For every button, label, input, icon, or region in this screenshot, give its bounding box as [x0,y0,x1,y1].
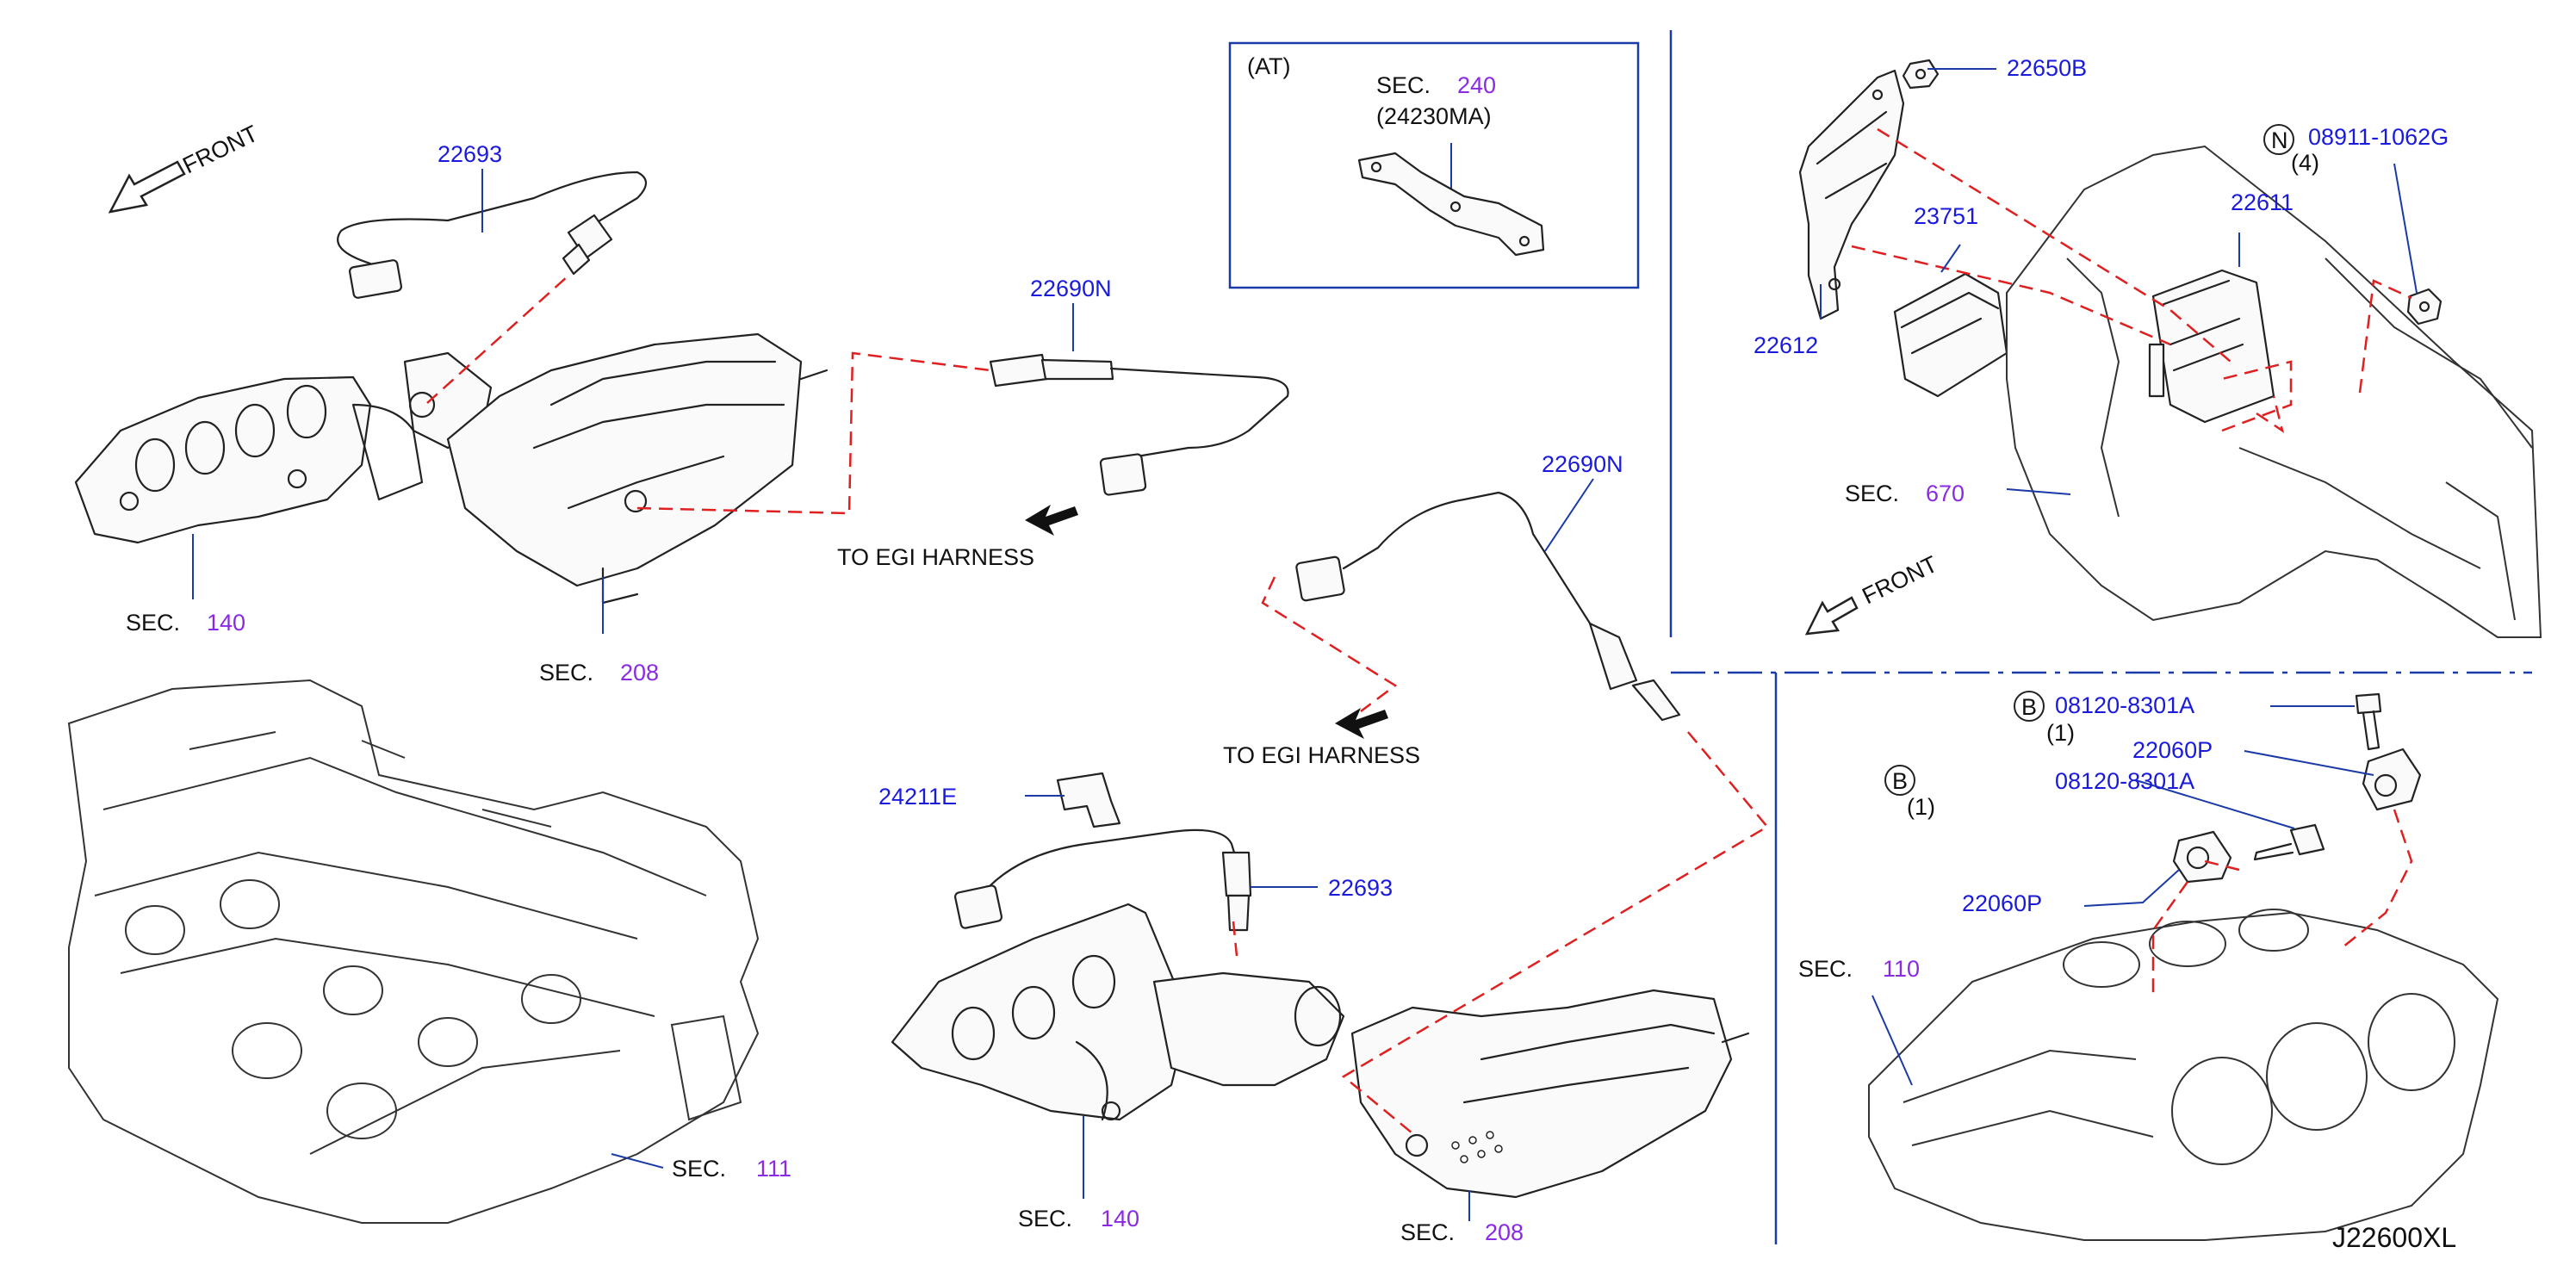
nut-22650B [1902,59,1940,90]
label-22612[interactable]: 22612 [1754,332,1818,358]
label-22690N-lower[interactable]: 22690N [1542,451,1623,477]
label-22060P-upper[interactable]: 22060P [2132,737,2213,763]
catalyst-left [403,332,829,605]
bolt-08120-upper [2355,692,2382,751]
front-label-top: FRONT [178,121,262,179]
at-inset-box: (AT) SEC. 240 (24230MA) [1228,41,1640,289]
sec-111: SEC. 111 [672,1156,791,1182]
nut-08911 [2406,288,2443,326]
sec-110-number[interactable]: 110 [1883,956,1920,982]
harness-label-upper: TO EGI HARNESS [837,544,1034,570]
o2-sensor-22693-top [337,171,648,299]
sec-208-top: SEC. 208 [539,660,659,686]
bolt-08120-lower [2253,823,2325,861]
sec-208-top-prefix: SEC. [539,660,593,686]
qty-08120-upper: (1) [2046,720,2075,746]
sec-208-low-number[interactable]: 208 [1485,1219,1524,1245]
qty-08911: (4) [2291,150,2319,176]
leader-lines [192,68,2418,1221]
connection-dashes [426,127,2413,1134]
engine-cylinder-head-left [67,679,760,1224]
diagram-code: J22600XL [2332,1222,2456,1253]
sec-111-prefix: SEC. [672,1156,726,1182]
label-22611[interactable]: 22611 [2231,189,2294,215]
badge-B-lower-text: B [1892,768,1908,794]
sec-670: SEC. 670 [1845,481,1965,506]
exhaust-manifold-right [891,903,1190,1121]
front-arrow-top-left: FRONT [108,121,262,214]
harness-arrow-lower: TO EGI HARNESS [1223,708,1420,768]
qty-08120-lower: (1) [1907,794,1935,820]
body-panel-670 [2006,145,2542,638]
cylinder-block-110 [1868,909,2499,1241]
sec-140-top: SEC. 140 [126,610,245,636]
sec-140-low-prefix: SEC. [1018,1206,1072,1231]
sec-670-prefix: SEC. [1845,481,1899,506]
label-24211E[interactable]: 24211E [878,784,957,810]
sec-208-low: SEC. 208 [1400,1219,1524,1245]
badge-N: N [2263,124,2294,155]
label-08120-8301A-upper[interactable]: 08120-8301A [2055,692,2194,718]
af-sensor-22690N-upper [989,353,1289,496]
af-sensor-22690N-lower [1295,491,1681,722]
panel-dividers [1669,30,2532,1244]
knock-sensor-22060P-lower [2172,830,2232,884]
front-label-right: FRONT [1858,551,1941,610]
clip-24211E [1056,772,1121,828]
badge-B-upper-text: B [2021,694,2037,720]
badge-N-text: N [2271,127,2288,153]
sec-670-number[interactable]: 670 [1926,481,1965,506]
sec-110-prefix: SEC. [1798,956,1853,982]
label-22693-lower[interactable]: 22693 [1328,875,1393,901]
sec-140-top-prefix: SEC. [126,610,180,636]
knock-sensor-22060P-upper [2362,748,2422,811]
label-22060P-lower[interactable]: 22060P [1962,890,2042,916]
label-08120-8301A-lower[interactable]: 08120-8301A [2055,768,2194,794]
sec-140-low-number[interactable]: 140 [1101,1206,1139,1231]
inset-condition: (AT) [1247,53,1290,79]
sec-140-low: SEC. 140 [1018,1206,1139,1231]
harness-arrow-upper: TO EGI HARNESS [837,505,1078,570]
catalyst-right [1152,971,1750,1199]
sec-208-low-prefix: SEC. [1400,1219,1455,1245]
front-arrow-right: FRONT [1804,551,1941,636]
ecm-23751 [1893,272,2008,398]
inset-sec-240[interactable]: 240 [1457,72,1496,98]
sec-110: SEC. 110 [1798,956,1920,982]
exhaust-manifold-left [74,375,424,544]
label-23751[interactable]: 23751 [1914,203,1978,229]
inset-sec-prefix: SEC. [1376,72,1431,98]
ecm-bracket-22612 [1798,69,1905,320]
harness-label-lower: TO EGI HARNESS [1223,742,1420,768]
o2-sensor-22693-lower [953,828,1252,932]
sec-208-top-number[interactable]: 208 [620,660,659,686]
sec-140-top-number[interactable]: 140 [207,610,245,636]
sec-111-number[interactable]: 111 [756,1156,791,1182]
label-08911-1062G[interactable]: 08911-1062G [2308,124,2449,150]
label-22690N-upper[interactable]: 22690N [1030,276,1112,301]
label-22650B[interactable]: 22650B [2007,55,2087,81]
badge-B-lower: B [1884,765,1915,796]
badge-B-upper: B [2014,691,2045,722]
label-22693-top[interactable]: 22693 [438,141,502,167]
inset-part-24230MA[interactable]: (24230MA) [1376,103,1492,129]
